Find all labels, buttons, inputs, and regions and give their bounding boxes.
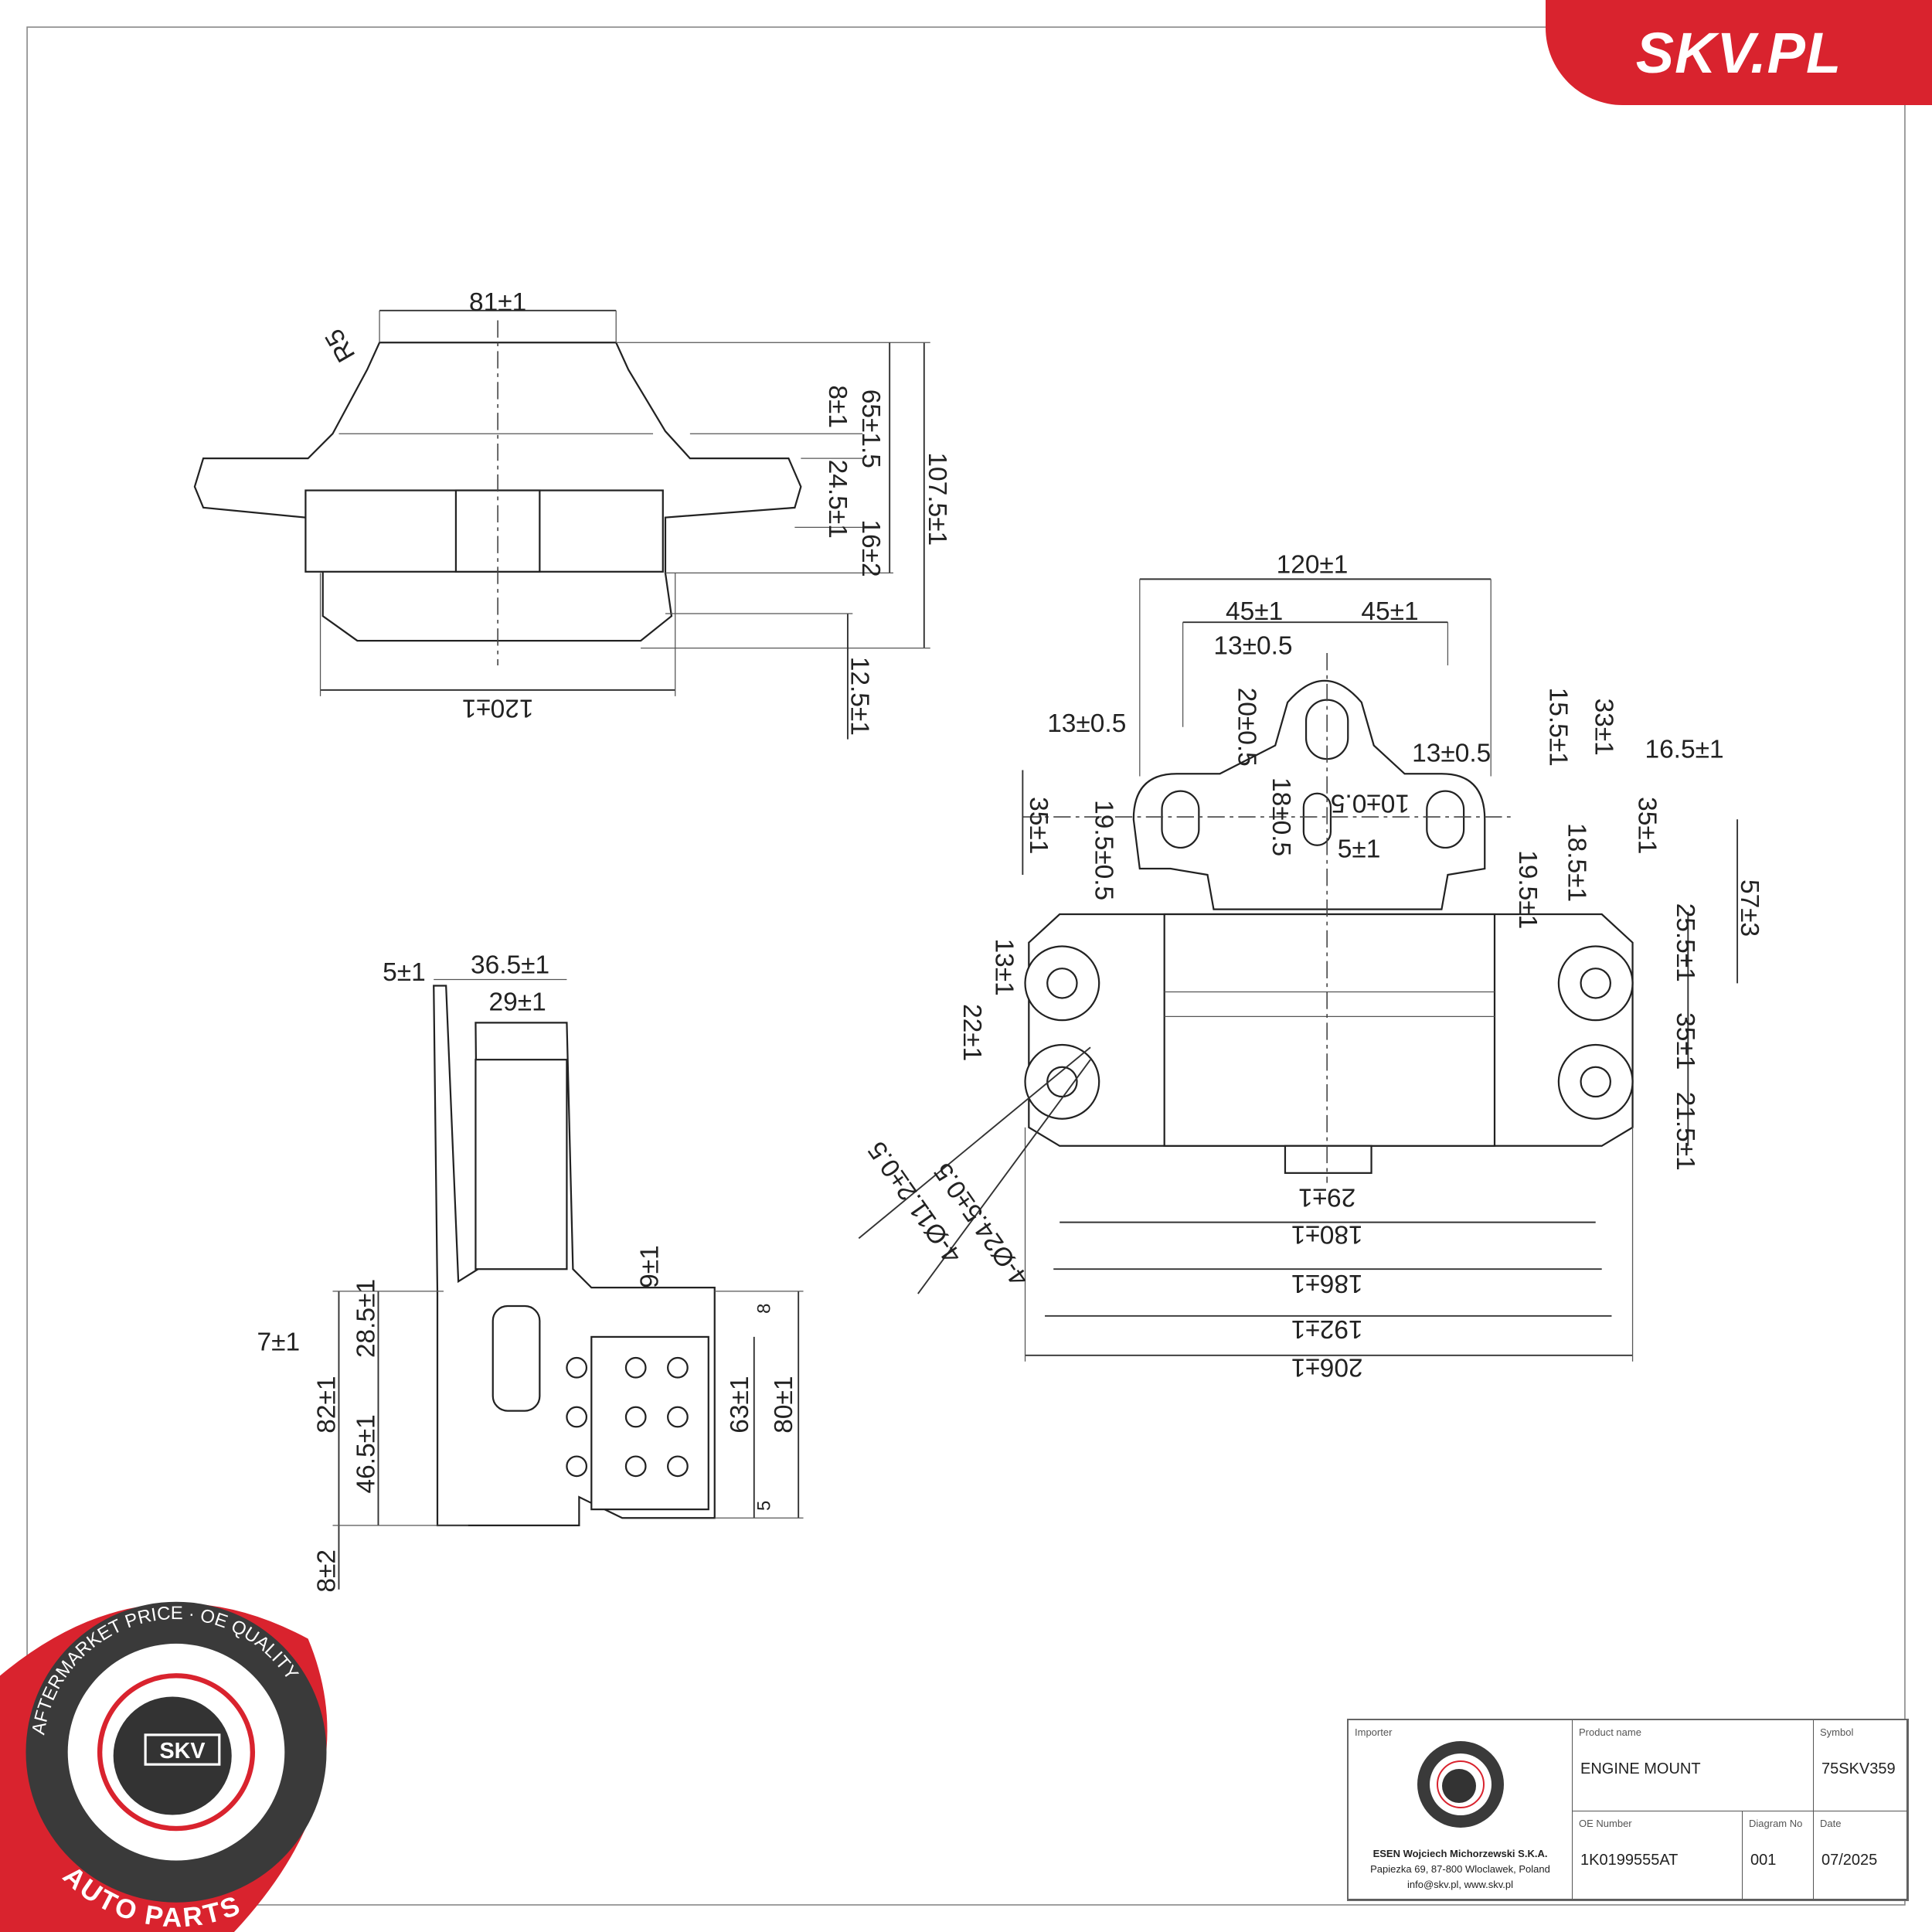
dim-label: R5 xyxy=(320,324,361,367)
oe-number-label: OE Number xyxy=(1579,1818,1632,1829)
dim-label: 81±1 xyxy=(469,288,526,317)
mount-body xyxy=(1163,913,1496,1147)
dim-label: 5±1 xyxy=(383,958,426,987)
importer-contact: info@skv.pl, www.skv.pl xyxy=(1407,1879,1513,1890)
dim-label: 180±1 xyxy=(1291,1219,1363,1248)
dim-label: 29±1 xyxy=(489,988,546,1016)
dim-label: 19.5±1 xyxy=(1513,850,1542,929)
dim-label: 33±1 xyxy=(1590,699,1618,756)
product-name: ENGINE MOUNT xyxy=(1580,1760,1701,1777)
dim-label: 9±1 xyxy=(635,1245,664,1288)
product-name-label: Product name xyxy=(1579,1726,1641,1738)
mounting-holes xyxy=(1024,945,1634,1120)
dim-label: 46.5±1 xyxy=(352,1414,381,1493)
dim-label: 35±1 xyxy=(1024,797,1053,854)
dim-label: 13±0.5 xyxy=(1412,739,1491,767)
front-view: 120±1 45±1 45±1 13±0.5 13±0.5 20±0.5 15.… xyxy=(858,550,1764,1382)
oe-number: 1K0199555AT xyxy=(1580,1852,1679,1869)
dim-label: 8 xyxy=(753,1304,774,1314)
dim-label: 19.5±0.5 xyxy=(1089,800,1117,900)
date-value: 07/2025 xyxy=(1821,1852,1878,1869)
dim-label: 45±1 xyxy=(1361,597,1418,626)
dim-label: 18±0.5 xyxy=(1267,777,1295,856)
side-view-nut xyxy=(492,1304,541,1412)
dim-label: 36.5±1 xyxy=(471,951,549,980)
side-view-plate xyxy=(590,1335,709,1511)
dim-label: 20±0.5 xyxy=(1232,688,1260,767)
dim-label: 57±3 xyxy=(1735,879,1764,937)
drawing-border xyxy=(26,26,1906,1906)
importer-label: Importer xyxy=(1355,1726,1393,1738)
dim-label: 120±1 xyxy=(1277,550,1349,579)
symbol-value: 75SKV359 xyxy=(1821,1760,1896,1777)
dim-label: 8±2 xyxy=(313,1549,342,1593)
bracket-slot xyxy=(1161,790,1200,849)
importer-cell: Importer ESEN Wojciech Michorzewski S.K.… xyxy=(1349,1720,1573,1900)
dim-label: 120±1 xyxy=(462,694,534,723)
dim-label: 192±1 xyxy=(1291,1315,1363,1343)
dim-label: 15.5±1 xyxy=(1544,688,1573,767)
side-view: 5±1 36.5±1 29±1 9±1 8 7±1 28.5±1 82±1 46… xyxy=(257,951,804,1593)
brand-site: SKV.PL xyxy=(1635,20,1842,85)
dim-label: 13±0.5 xyxy=(1047,709,1126,738)
dim-label: 35±1 xyxy=(1671,1012,1699,1070)
dim-label: 5 xyxy=(753,1501,774,1511)
symbol-cell: Symbol 75SKV359 xyxy=(1814,1720,1907,1811)
dim-label: 13±0.5 xyxy=(1213,632,1292,661)
brand-banner: SKV.PL xyxy=(1546,0,1932,105)
diagram-no: 001 xyxy=(1750,1852,1777,1869)
dim-label: 206±1 xyxy=(1291,1353,1363,1382)
dim-label: 65±1.5 xyxy=(856,389,885,468)
dim-label: 63±1 xyxy=(726,1376,754,1433)
title-block: Importer ESEN Wojciech Michorzewski S.K.… xyxy=(1347,1719,1909,1901)
dim-label: 186±1 xyxy=(1291,1269,1363,1298)
dim-label: 12.5±1 xyxy=(845,657,874,736)
dim-label: 82±1 xyxy=(313,1376,342,1433)
dim-label: 25.5±1 xyxy=(1671,903,1699,982)
dim-label: 10±0.5 xyxy=(1331,788,1410,817)
dim-label: 16.5±1 xyxy=(1645,736,1723,764)
symbol-label: Symbol xyxy=(1820,1726,1854,1738)
dim-label: 8±1 xyxy=(823,385,852,428)
skv-badge-logo: SKV AFTERMARKET PRICE · OE QUALITY AUTO … xyxy=(0,1601,328,1932)
badge-center-text: SKV xyxy=(159,1739,205,1764)
dim-label: 21.5±1 xyxy=(1671,1092,1699,1171)
bracket-slot xyxy=(1302,792,1332,846)
dim-label: 5±1 xyxy=(1338,835,1381,864)
product-name-cell: Product name ENGINE MOUNT xyxy=(1573,1720,1814,1811)
diagram-no-label: Diagram No xyxy=(1749,1818,1803,1829)
dim-label: 22±1 xyxy=(957,1004,986,1061)
dim-label: 7±1 xyxy=(257,1328,301,1356)
oe-number-cell: OE Number 1K0199555AT xyxy=(1573,1811,1743,1900)
dim-label: 29±1 xyxy=(1298,1183,1355,1212)
bracket-slot xyxy=(1426,790,1465,849)
diagram-no-cell: Diagram No 001 xyxy=(1743,1811,1814,1900)
dim-label: 35±1 xyxy=(1633,797,1662,854)
dim-label: 24.5±1 xyxy=(823,460,852,539)
dim-label: 107.5±1 xyxy=(923,452,951,546)
dim-label: 80±1 xyxy=(770,1376,798,1433)
dim-label: 45±1 xyxy=(1226,597,1283,626)
dim-label: 13±1 xyxy=(989,938,1018,995)
dim-label: 16±2 xyxy=(856,519,885,577)
side-view-block xyxy=(474,1059,568,1270)
skv-small-logo xyxy=(1417,1741,1504,1828)
importer-name: ESEN Wojciech Michorzewski S.K.A. xyxy=(1372,1848,1548,1859)
dim-label: 18.5±1 xyxy=(1563,823,1591,902)
bolt-holes xyxy=(566,1356,689,1478)
dim-label: 28.5±1 xyxy=(352,1279,381,1358)
date-cell: Date 07/2025 xyxy=(1814,1811,1907,1900)
top-view: 81±1 R5 65±1.5 8±1 24.5±1 16±2 107.5±1 1… xyxy=(193,288,951,740)
date-label: Date xyxy=(1820,1818,1842,1829)
importer-address: Papiezka 69, 87-800 Wloclawek, Poland xyxy=(1370,1863,1550,1875)
mount-stud xyxy=(1284,1145,1372,1174)
